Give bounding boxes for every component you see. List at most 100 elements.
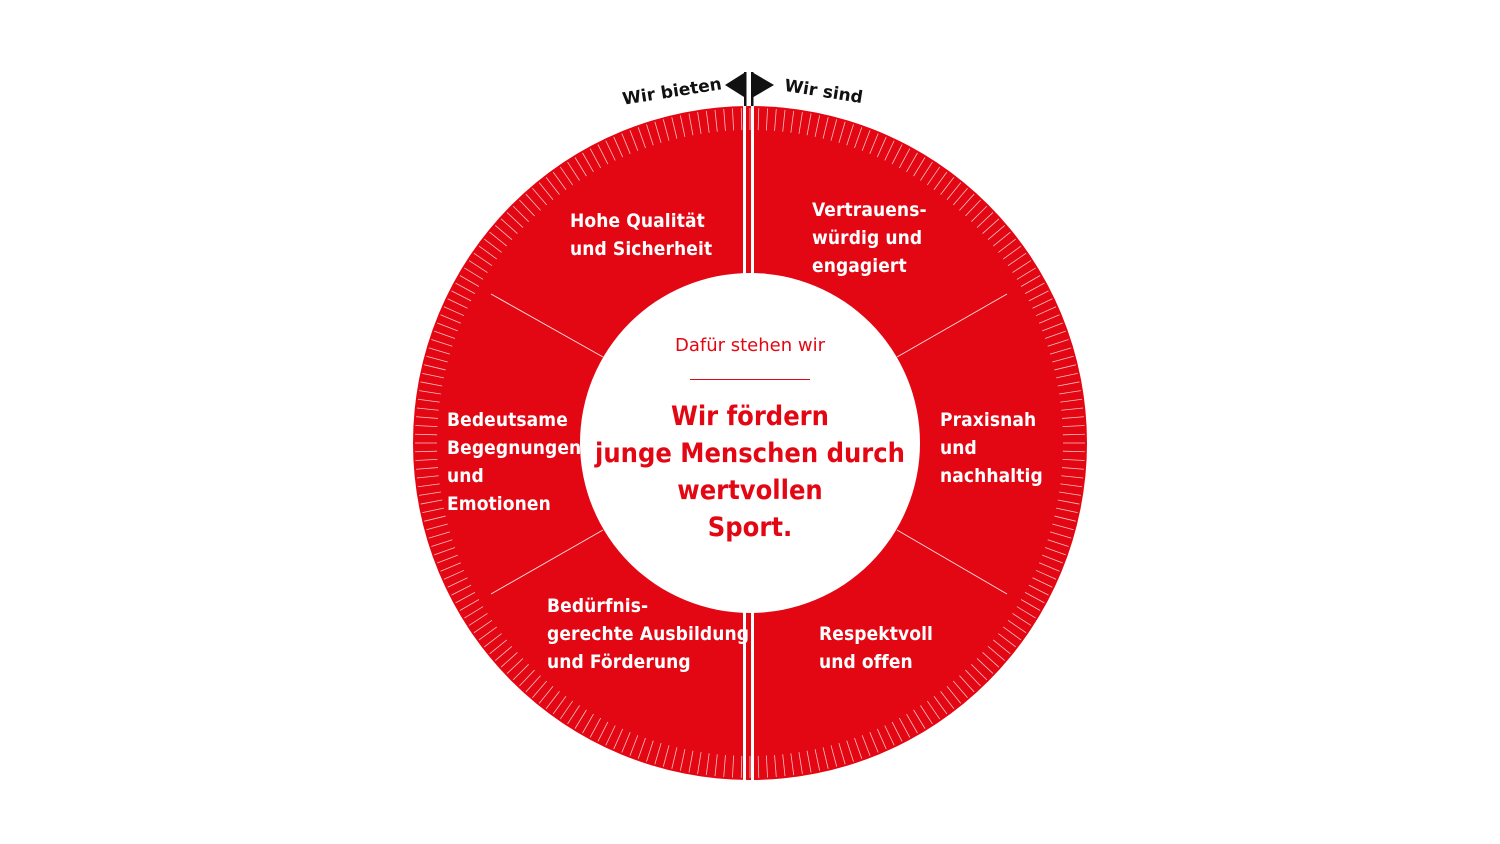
tick-mark [1062,416,1085,419]
tick-mark [723,755,726,778]
tick-mark [512,205,529,222]
tick-mark [431,339,453,347]
mission-statement: Wir fördern junge Menschen durch wertvol… [595,401,905,543]
tick-mark [574,709,587,729]
tick-mark [1059,491,1081,496]
tick-mark [437,554,458,564]
tick-mark [1057,381,1080,387]
tick-mark [662,745,670,767]
tick-mark [545,691,560,710]
tick-mark [774,108,777,131]
center-divider [690,379,810,380]
tick-mark [424,364,446,371]
tick-mark [416,407,439,411]
tick-mark [559,700,574,720]
tick-mark [940,691,955,710]
tick-mark [679,749,686,771]
tick-mark [688,113,694,136]
tick-mark [1002,245,1022,260]
tick-mark [1062,433,1085,436]
tick-mark [933,171,948,191]
tick-mark [478,626,498,641]
tick-mark [798,752,803,774]
tick-mark [1061,407,1084,411]
tick-mark [489,231,508,247]
tick-mark [806,750,812,773]
tick-mark [933,695,948,715]
tick-mark [830,745,838,767]
tick-mark [1024,591,1045,604]
tick-mark [415,458,438,461]
tick-mark [605,140,616,161]
tick-mark [415,425,438,428]
tick-mark [506,658,524,674]
tick-mark [705,753,710,776]
tick-mark [440,562,461,572]
tick-mark [443,569,465,580]
tick-mark [1039,562,1060,572]
tick-mark [552,171,567,191]
tick-mark [998,633,1017,648]
tick-mark [926,700,941,720]
tick-mark [500,218,518,234]
segment-dividers [490,293,1008,595]
tick-mark [525,193,541,211]
tick-mark [419,390,441,395]
tick-mark [987,645,1005,661]
tick-mark [416,475,439,479]
tick-mark [920,161,933,181]
tick-mark [1035,569,1057,580]
tick-mark [757,108,760,131]
tick-mark [489,639,508,655]
tick-mark [506,212,524,228]
tick-mark [940,176,955,195]
tick-mark [869,732,879,753]
tick-mark [976,658,994,674]
tick-mark [782,109,786,132]
tick-mark [946,182,962,201]
tick-mark [952,680,968,698]
segment-vertrauenswuerdig: Vertrauens- würdig und engagiert [812,199,927,277]
tick-mark [512,664,529,681]
tick-mark [443,306,465,317]
tick-mark [1042,322,1063,332]
tick-mark [532,680,548,698]
tick-mark [891,721,903,742]
tick-mark [1016,606,1036,619]
tick-mark [1056,507,1078,514]
tick-mark [732,755,735,778]
tick-mark [861,735,871,756]
tick-mark [1060,398,1083,403]
tick-mark [431,539,453,547]
tick-mark [830,119,838,141]
tick-mark [459,275,480,287]
tick-mark [952,188,968,206]
tick-mark [437,322,458,332]
tick-mark [597,721,609,742]
tick-mark [1062,467,1085,470]
tick-mark [1035,306,1057,317]
tick-mark [451,290,472,302]
tick-mark [861,130,871,151]
tick-mark [605,725,616,746]
tick-mark [1062,458,1085,461]
tick-mark [906,152,918,173]
tick-mark [971,664,988,681]
segment-respektvoll: Respektvoll und offen [819,623,934,673]
tick-mark [417,483,440,488]
tick-mark [1028,290,1049,302]
tick-mark [629,130,639,151]
tick-mark [982,652,1000,668]
tick-mark [597,144,609,165]
tick-mark [434,330,456,339]
tick-mark [913,709,926,729]
tick-mark [723,108,726,131]
tick-mark [1007,619,1027,634]
tick-mark [464,267,484,280]
tick-mark [468,613,488,626]
tick-mark [1047,539,1069,547]
tick-mark [440,314,461,324]
tick-mark [473,619,493,634]
tick-mark [971,205,988,222]
